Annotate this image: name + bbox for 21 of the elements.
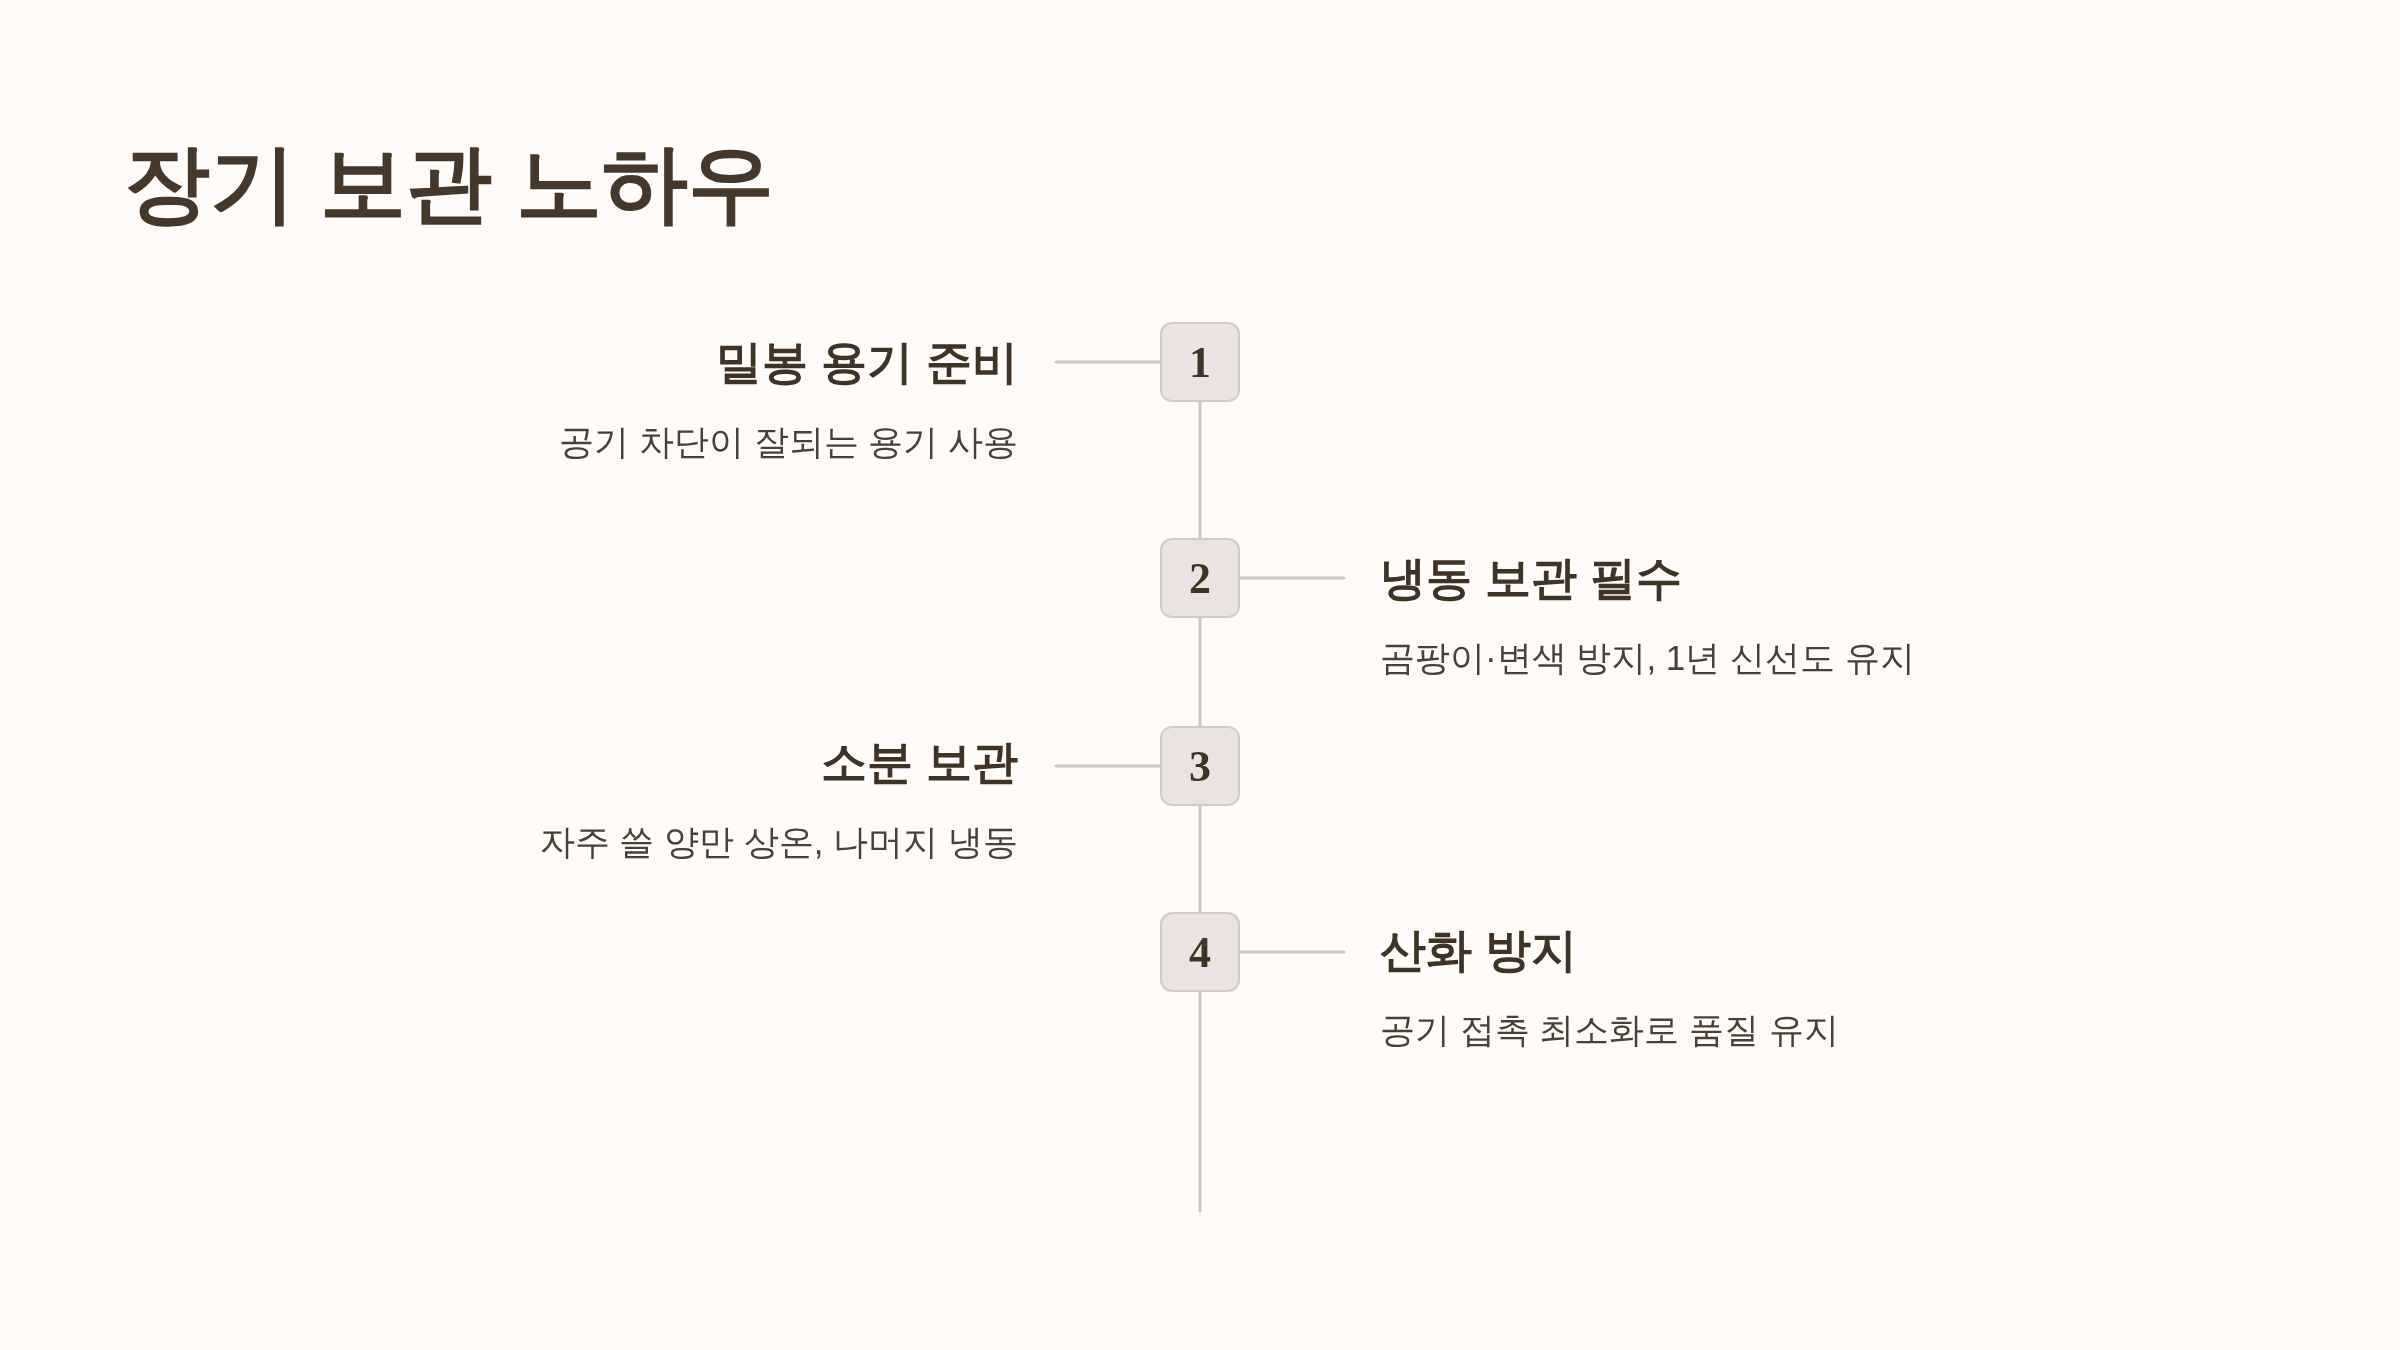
step-number-badge: 4	[1160, 912, 1240, 992]
connector-line	[1238, 576, 1346, 580]
timeline-line	[1198, 804, 1202, 914]
page-title: 장기 보관 노하우	[124, 136, 774, 231]
step-title: 소분 보관	[820, 735, 1018, 790]
connector-line	[1238, 950, 1346, 954]
timeline-line	[1198, 400, 1202, 540]
step-number-badge: 3	[1160, 726, 1240, 806]
timeline-line	[1198, 990, 1202, 1213]
step-number-badge: 1	[1160, 322, 1240, 402]
timeline-line	[1198, 616, 1202, 728]
step-description: 자주 쓸 양만 상온, 나머지 냉동	[539, 821, 1018, 863]
connector-line	[1054, 764, 1162, 768]
step-title: 산화 방지	[1380, 923, 1578, 978]
step-number-badge: 2	[1160, 538, 1240, 618]
step-description: 공기 접촉 최소화로 품질 유지	[1380, 1009, 1839, 1051]
step-title: 밀봉 용기 준비	[715, 335, 1018, 390]
step-description: 공기 차단이 잘되는 용기 사용	[559, 421, 1018, 463]
step-title: 냉동 보관 필수	[1380, 551, 1683, 606]
connector-line	[1054, 360, 1162, 364]
step-description: 곰팡이·변색 방지, 1년 신선도 유지	[1380, 637, 1915, 679]
